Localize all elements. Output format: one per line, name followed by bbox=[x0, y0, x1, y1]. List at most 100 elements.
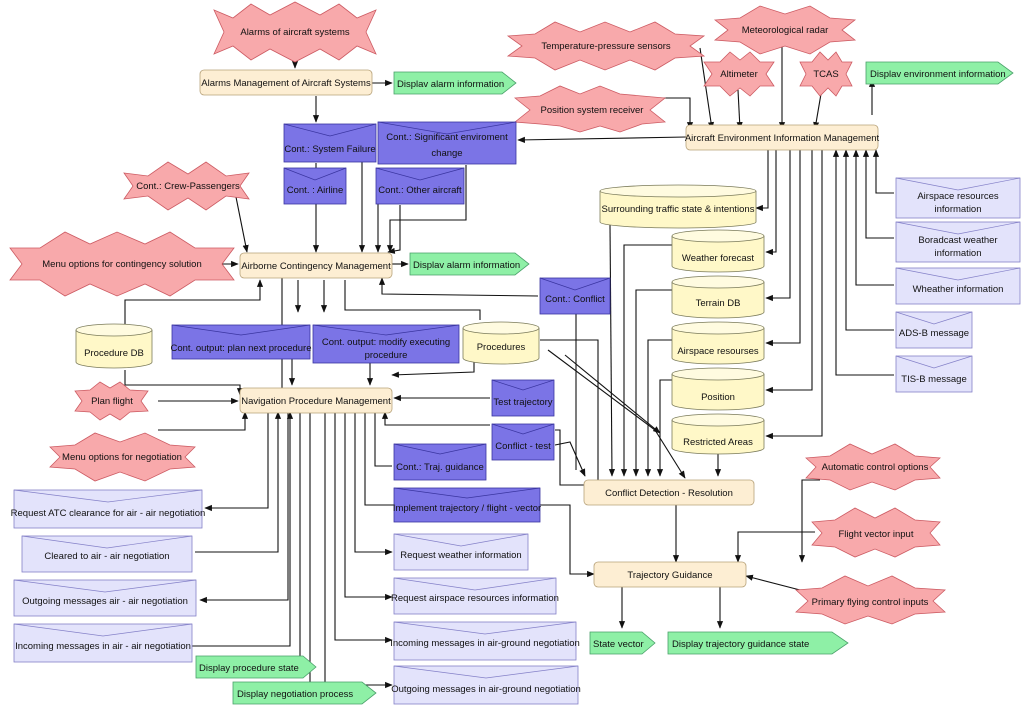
msg-label: Incoming messages in air - air negotiati… bbox=[15, 641, 191, 652]
star-plan-flight: Plan flight bbox=[74, 381, 149, 421]
msg-modify-executing: Cont. output: modify executing procedure bbox=[312, 324, 460, 364]
msg-label: Outgoing messages air - air negotiation bbox=[22, 596, 188, 607]
star-label: Plan flight bbox=[91, 396, 133, 407]
star-label: Position system receiver bbox=[541, 105, 644, 116]
process-contingency-management: Airborne Contingency Management bbox=[239, 252, 393, 279]
display-environment-info: Displav environment information bbox=[865, 61, 1014, 85]
display-label: Display negotiation process bbox=[237, 689, 353, 700]
star-primary-flying-control: Primary flying control inputs bbox=[795, 575, 946, 625]
msg-system-failure: Cont.: System Failure bbox=[283, 123, 377, 163]
display-label: Display procedure state bbox=[199, 663, 299, 674]
msg-label: Cont. : Airline bbox=[287, 185, 344, 196]
msg-weather-information: Wheather information bbox=[895, 267, 1021, 305]
msg-label: Cont.: System Failure bbox=[284, 144, 375, 155]
db-label: Position bbox=[701, 392, 735, 403]
star-position-receiver: Position system receiver bbox=[513, 85, 667, 133]
msg-label: Airspace resources bbox=[917, 191, 999, 202]
star-label: Primary flying control inputs bbox=[812, 597, 929, 608]
msg-label: Cont.: Traj. guidance bbox=[396, 462, 484, 473]
star-label: Cont.: Crew-Passengers bbox=[136, 181, 240, 192]
process-label: Navigation Procedure Management bbox=[241, 396, 391, 407]
msg-plan-next-procedure: Cont. output: plan next procedure bbox=[170, 324, 312, 360]
msg-conflict-test: Conflict - test bbox=[491, 423, 555, 461]
msg-request-airspace: Request airspace resources information bbox=[391, 577, 559, 615]
msg-label: Request airspace resources information bbox=[391, 593, 559, 604]
db-procedures: Procedures bbox=[462, 321, 540, 365]
star-altimeter: Altimeter bbox=[703, 51, 775, 97]
msg-outgoing-air: Outgoing messages air - air negotiation bbox=[13, 579, 197, 617]
msg-label: TIS-B message bbox=[901, 374, 966, 385]
db-label: Procedure DB bbox=[84, 348, 144, 359]
msg-adsb: ADS-B message bbox=[895, 311, 973, 349]
db-weather-forecast: Weather forecast bbox=[671, 229, 765, 273]
star-menu-negotiation: Menu options for negotiation bbox=[49, 432, 196, 482]
msg-outgoing-ground: Outgoing messages in air-ground negotiat… bbox=[391, 665, 581, 705]
msg-broadcast-weather: Boradcast weather information bbox=[895, 221, 1021, 263]
db-procedure: Procedure DB bbox=[75, 323, 153, 369]
star-label: Meteorological radar bbox=[742, 25, 829, 36]
process-alarms-management: Alarms Management of Aircraft Systems bbox=[199, 69, 373, 96]
db-label: Terrain DB bbox=[696, 298, 741, 309]
msg-implement-trajectory: Implement trajectory / flight - vector bbox=[393, 487, 541, 523]
msg-label: information bbox=[935, 204, 982, 215]
db-label: Weather forecast bbox=[682, 253, 755, 264]
db-position: Position bbox=[671, 367, 765, 411]
msg-label: information bbox=[935, 248, 982, 259]
process-conflict-detection: Conflict Detection - Resolution bbox=[583, 479, 755, 506]
msg-incoming-air: Incoming messages in air - air negotiati… bbox=[13, 623, 193, 663]
msg-label: Implement trajectory / flight - vector bbox=[393, 503, 541, 514]
msg-cleared: Cleared to air - air negotiation bbox=[21, 535, 193, 573]
display-label: State vector bbox=[593, 639, 644, 650]
msg-traj-guidance: Cont.: Traj. guidance bbox=[393, 443, 487, 481]
db-airspace-resources: Airspace resourses bbox=[671, 321, 765, 365]
star-temperature-pressure: Temperature-pressure sensors bbox=[506, 21, 706, 71]
msg-label: Cont.: Significant enviroment bbox=[386, 132, 508, 143]
star-menu-contingency: Menu options for contingency solution bbox=[9, 231, 235, 297]
db-surrounding-traffic: Surrounding traffic state & intentions bbox=[599, 184, 757, 229]
display-negotiation-process: Display negotiation process bbox=[232, 681, 377, 705]
display-label: Displav environment information bbox=[870, 69, 1006, 80]
msg-request-atc: Request ATC clearance for air - air nego… bbox=[11, 489, 205, 529]
msg-conflict: Cont.: Conflict bbox=[539, 277, 611, 315]
msg-label: Outgoing messages in air-ground negotiat… bbox=[391, 684, 581, 695]
msg-label: Cont.: Other aircraft bbox=[378, 185, 462, 196]
msg-label: Test trajectory bbox=[493, 397, 552, 408]
process-navigation-management: Navigation Procedure Management bbox=[239, 387, 393, 414]
star-label: Alarms of aircraft systems bbox=[240, 27, 350, 38]
msg-label: ADS-B message bbox=[899, 328, 969, 339]
msg-label: change bbox=[431, 148, 462, 159]
db-terrain: Terrain DB bbox=[671, 275, 765, 319]
star-alarms-aircraft-systems: Alarms of aircraft systems bbox=[213, 1, 377, 63]
process-label: Alarms Management of Aircraft Systems bbox=[201, 78, 371, 89]
db-label: Surrounding traffic state & intentions bbox=[602, 204, 755, 215]
display-label: Displav alarm information bbox=[397, 79, 504, 90]
db-label: Airspace resourses bbox=[677, 346, 759, 357]
msg-incoming-ground: Incoming messages in air-ground negotiat… bbox=[390, 621, 580, 661]
star-tcas: TCAS bbox=[799, 51, 853, 97]
display-trajectory-guidance-state: Display trajectory guidance state bbox=[667, 631, 849, 655]
msg-test-trajectory: Test trajectory bbox=[491, 379, 555, 417]
display-label: Displav alarm information bbox=[413, 260, 520, 271]
msg-label: Request weather information bbox=[400, 550, 521, 561]
star-flight-vector-input: Flight vector input bbox=[811, 507, 941, 558]
process-label: Trajectory Guidance bbox=[627, 570, 712, 581]
star-label: Menu options for negotiation bbox=[62, 452, 182, 463]
star-label: Flight vector input bbox=[839, 529, 914, 540]
star-label: Menu options for contingency solution bbox=[42, 259, 202, 270]
msg-label: procedure bbox=[365, 350, 408, 361]
msg-label: Incoming messages in air-ground negotiat… bbox=[390, 638, 580, 649]
star-crew-passengers: Cont.: Crew-Passengers bbox=[123, 161, 250, 211]
display-alarm-info-2: Displav alarm information bbox=[409, 252, 530, 276]
msg-airline: Cont. : Airline bbox=[283, 167, 347, 205]
msg-label: Cont. output: modify executing bbox=[322, 337, 450, 348]
display-label: Display trajectory guidance state bbox=[672, 639, 809, 650]
db-restricted-areas: Restricted Areas bbox=[671, 413, 765, 455]
display-state-vector: State vector bbox=[589, 631, 656, 655]
star-label: TCAS bbox=[813, 69, 838, 80]
process-environment-management: Aircraft Environment Information Managem… bbox=[685, 124, 880, 151]
process-label: Conflict Detection - Resolution bbox=[605, 488, 733, 499]
star-meteorological-radar: Meteorological radar bbox=[713, 5, 857, 55]
msg-label: Cont.: Conflict bbox=[545, 294, 605, 305]
display-alarm-info-1: Displav alarm information bbox=[393, 71, 517, 95]
